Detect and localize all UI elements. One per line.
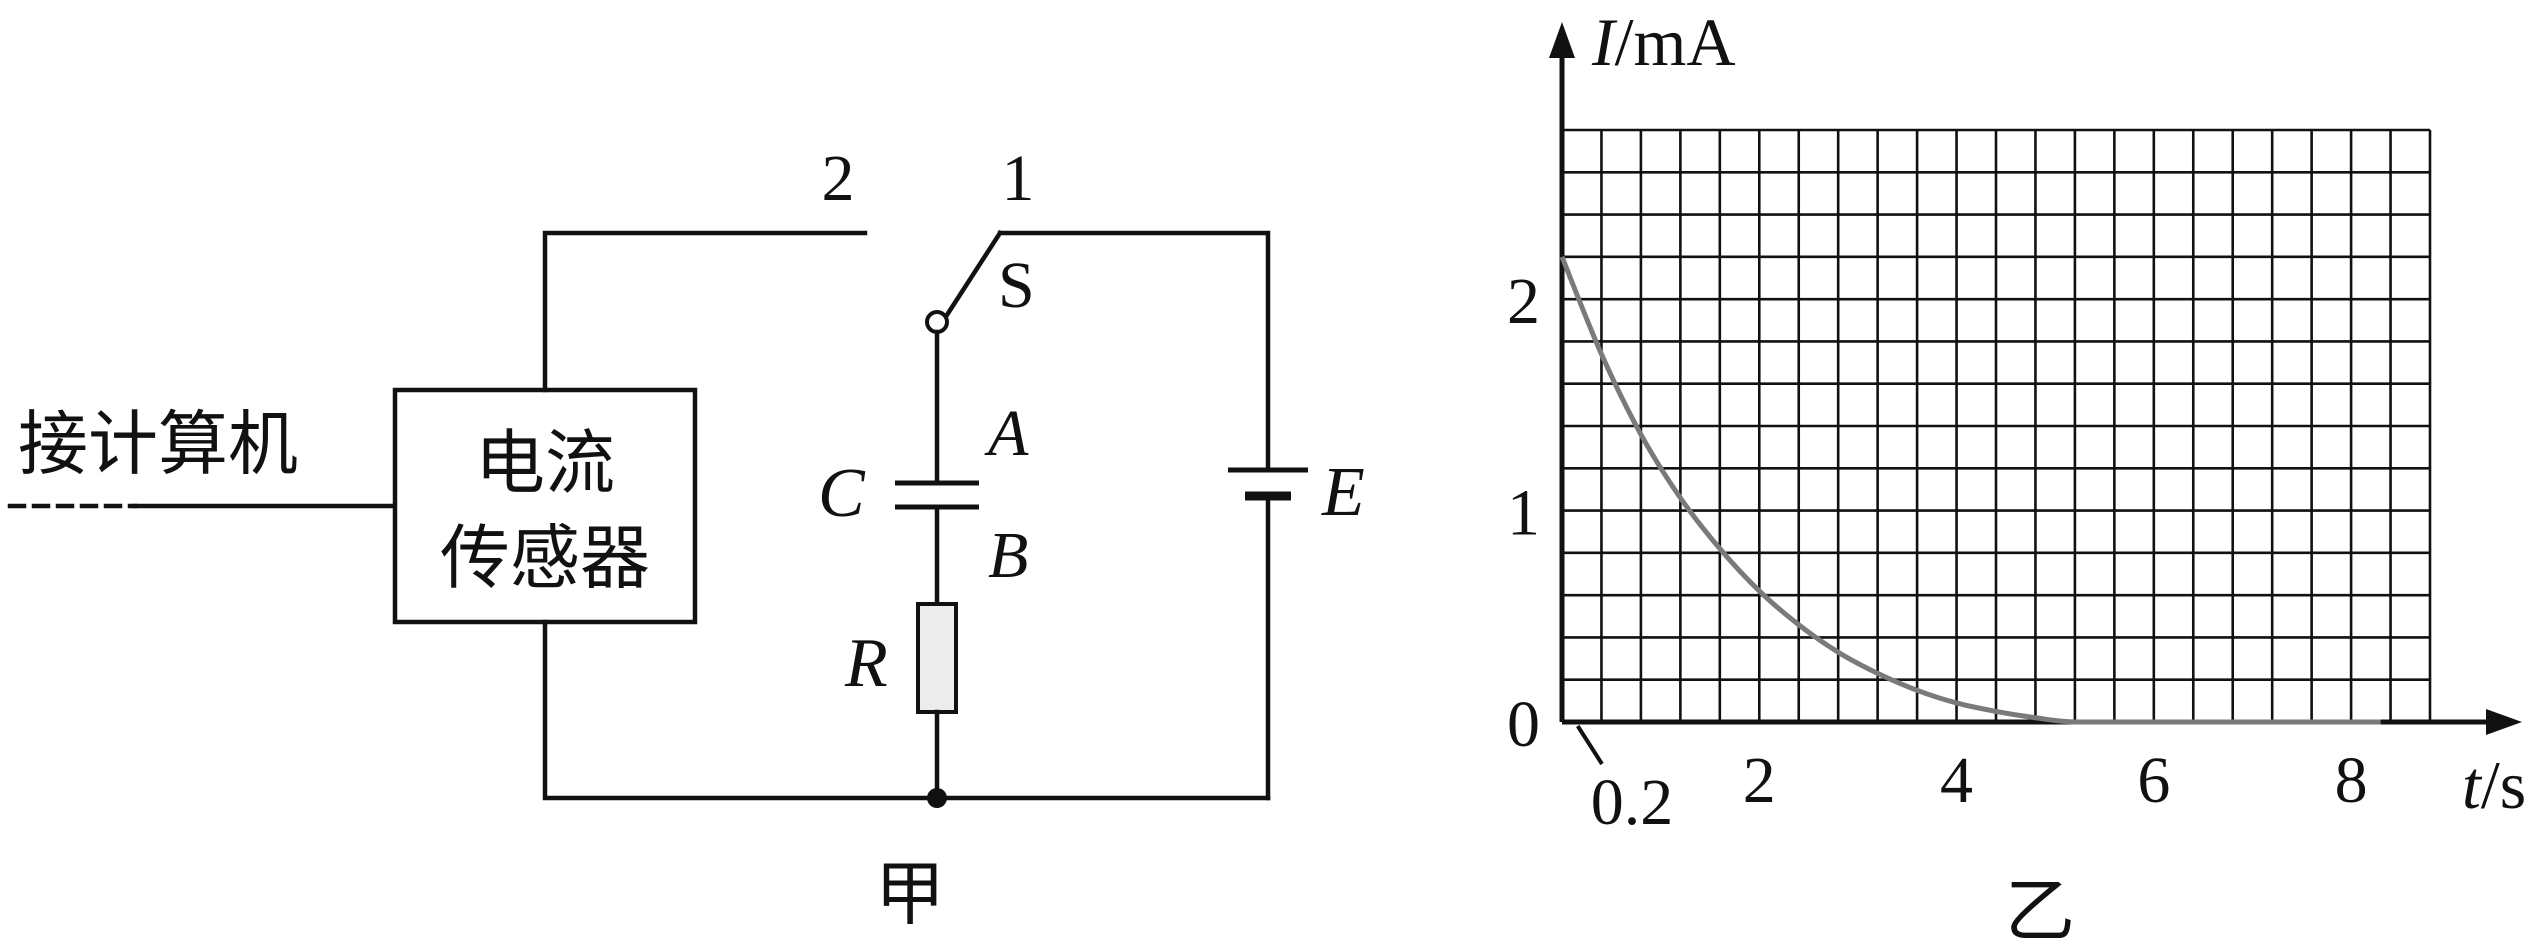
plate-a-label: A	[984, 397, 1029, 470]
battery-label: E	[1321, 454, 1365, 531]
y-tick-label: 0	[1507, 688, 1540, 761]
switch-label: S	[998, 249, 1035, 322]
x-tick-label: 0.2	[1591, 766, 1674, 839]
chart-grid	[1562, 128, 2432, 722]
x-tick-label: 4	[1940, 744, 1973, 817]
circuit-diagram: 接计算机 电流 传感器 E S 2 1 C A B R 甲	[7, 142, 1365, 934]
x-tick-label: 2	[1743, 744, 1776, 817]
x-axis-label: t/s	[2462, 747, 2526, 823]
wire-to-battery-top	[997, 230, 1271, 473]
switch-pivot	[925, 310, 949, 334]
y-axis-arrow	[1549, 22, 1575, 58]
sensor-label-line2: 传感器	[440, 521, 650, 598]
plate-b-label: B	[988, 519, 1028, 592]
contact-2-label: 2	[822, 142, 855, 215]
wire-to-contact-2	[542, 230, 868, 393]
chart-caption: 乙	[2005, 874, 2075, 949]
x-tick-leader-line	[1576, 724, 1604, 766]
y-axis-label: I/mA	[1591, 4, 1736, 80]
contact-1-label: 1	[1002, 142, 1035, 215]
capacitor-label: C	[818, 455, 866, 532]
current-sensor-box	[392, 387, 698, 625]
sensor-label-line1: 电流	[475, 426, 615, 503]
y-tick-label: 1	[1507, 477, 1540, 550]
computer-label: 接计算机	[18, 407, 298, 484]
y-tick-label: 2	[1507, 265, 1540, 338]
circuit-caption: 甲	[875, 857, 945, 934]
x-tick-label: 6	[2137, 744, 2170, 817]
x-tick-label: 8	[2335, 744, 2368, 817]
current-decay-curve	[1559, 255, 2381, 725]
switch-blade	[941, 229, 1004, 322]
resistor	[916, 602, 958, 714]
bottom-wire	[542, 619, 1271, 801]
resistor-label: R	[844, 625, 888, 702]
x-axis-arrow	[2486, 709, 2522, 735]
tick-labels: 0 1 2 0.2 2 4 6 8	[1507, 265, 2368, 839]
current-time-chart: I/mA t/s 0 1 2 0.2 2 4 6 8 乙	[1507, 4, 2526, 949]
junction-node	[927, 788, 947, 808]
